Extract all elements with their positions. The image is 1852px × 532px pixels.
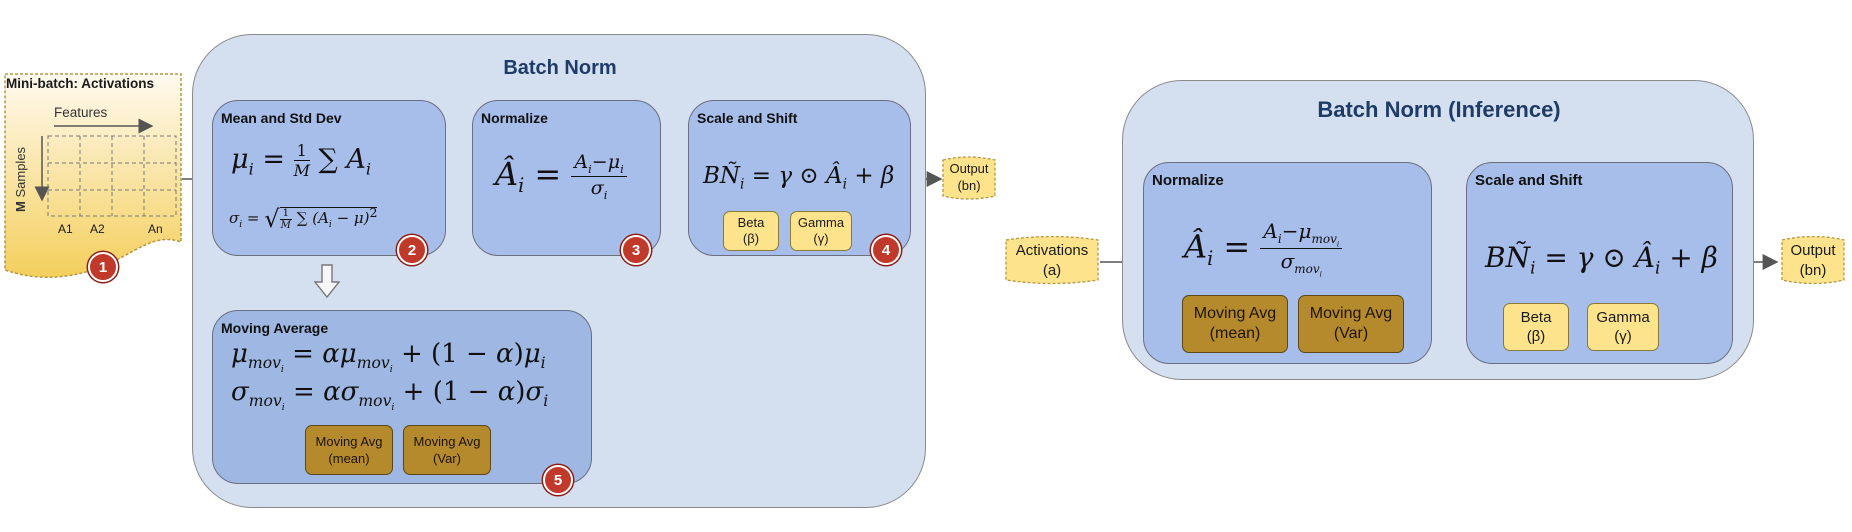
batch-norm-inference-title: Batch Norm (Inference): [1317, 97, 1561, 122]
moving-std-formula: σmovi = ασmovi + (1 − α)σi: [231, 377, 549, 414]
activations-input-tape: Activations (a): [1004, 236, 1100, 286]
minibatch-tape-shape: [4, 73, 182, 278]
moving-avg-mean-chip[interactable]: Moving Avg (mean): [305, 425, 393, 475]
output-line2: (bn): [957, 178, 981, 193]
output-inference-line1: Output: [1790, 242, 1836, 259]
output-inference-line2: (bn): [1799, 262, 1827, 279]
output-label-inference: Output (bn): [1780, 241, 1846, 281]
gamma-chip-symbol: (γ): [813, 231, 829, 246]
activations-label: Activations (a): [1004, 241, 1100, 281]
inference-moving-avg-var-line1: Moving Avg: [1309, 305, 1393, 322]
mean-std-title: Mean and Std Dev: [221, 110, 342, 126]
features-label: Features: [54, 105, 108, 120]
output-tape-shape: [942, 156, 996, 200]
scale-shift-inference-title: Scale and Shift: [1475, 172, 1583, 189]
moving-avg-var-chip[interactable]: Moving Avg (Var): [403, 425, 491, 475]
moving-avg-var-line1: Moving Avg: [413, 434, 481, 449]
inference-moving-avg-mean-line2: (mean): [1209, 325, 1261, 342]
scale-shift-inference-box: Scale and Shift BÑi = γ ⊙ Âi + β Beta (β…: [1466, 162, 1733, 364]
scale-shift-inference-formula: BÑi = γ ⊙ Âi + β: [1485, 241, 1718, 278]
inference-beta-label: Beta: [1520, 309, 1552, 326]
output-inference-tape-shape: [1781, 236, 1845, 285]
inference-gamma-param-chip[interactable]: Gamma (γ): [1587, 303, 1659, 351]
moving-avg-mean-line1: Moving Avg: [315, 434, 383, 449]
output-label-training: Output (bn): [941, 160, 997, 194]
col-label-a1: A1: [58, 222, 73, 236]
inference-moving-avg-var-line2: (Var): [1333, 325, 1369, 342]
inference-gamma-label: Gamma: [1596, 309, 1650, 326]
output-tape-training: Output (bn): [941, 156, 997, 202]
normalize-title: Normalize: [481, 110, 548, 126]
beta-param-chip[interactable]: Beta (β): [723, 211, 779, 251]
minibatch-tape: Mini-batch: Activations Features M Sampl…: [4, 72, 182, 282]
output-line1: Output: [949, 161, 989, 176]
minibatch-title: Mini-batch: Activations: [6, 76, 155, 91]
step-badge-1: 1: [88, 252, 118, 282]
down-arrow-icon: [314, 264, 340, 298]
samples-label: M Samples: [13, 122, 31, 212]
moving-average-title: Moving Average: [221, 320, 329, 336]
step-badge-3: 3: [621, 235, 651, 265]
moving-avg-var-line2: (Var): [433, 451, 461, 466]
gamma-param-chip[interactable]: Gamma (γ): [790, 211, 852, 251]
inference-moving-avg-mean-chip[interactable]: Moving Avg (mean): [1182, 295, 1288, 353]
scale-shift-formula: BÑi = γ ⊙ Âi + β: [703, 163, 895, 193]
batch-norm-title: Batch Norm: [503, 57, 617, 79]
step-badge-2: 2: [397, 235, 427, 265]
col-label-an: An: [148, 222, 163, 236]
activations-tape-shape: [1005, 236, 1099, 285]
step-badge-4: 4: [871, 235, 901, 265]
output-tape-inference: Output (bn): [1780, 236, 1846, 286]
moving-average-box: Moving Average μmovi = αμmovi + (1 − α)μ…: [212, 310, 592, 495]
moving-mean-formula: μmovi = αμmovi + (1 − α)μi: [231, 339, 546, 376]
inference-beta-symbol: (β): [1526, 328, 1546, 345]
activations-line2: (a): [1042, 262, 1062, 279]
scale-shift-title: Scale and Shift: [697, 110, 798, 126]
beta-chip-symbol: (β): [742, 231, 760, 246]
samples-label-text: Samples: [13, 146, 28, 198]
inference-moving-avg-mean-line1: Moving Avg: [1193, 305, 1277, 322]
gamma-chip-label: Gamma: [797, 215, 845, 230]
samples-label-m: M: [13, 201, 28, 212]
scale-shift-box: Scale and Shift BÑi = γ ⊙ Âi + β Beta (β…: [688, 100, 911, 265]
inference-gamma-symbol: (γ): [1614, 328, 1632, 345]
activations-line1: Activations: [1015, 242, 1089, 259]
col-label-a2: A2: [90, 222, 105, 236]
beta-chip-label: Beta: [737, 215, 765, 230]
inference-moving-avg-var-chip[interactable]: Moving Avg (Var): [1298, 295, 1404, 353]
inference-beta-param-chip[interactable]: Beta (β): [1503, 303, 1569, 351]
moving-avg-mean-line2: (mean): [328, 451, 370, 466]
normalize-inference-title: Normalize: [1152, 172, 1224, 189]
step-badge-5: 5: [543, 465, 573, 495]
